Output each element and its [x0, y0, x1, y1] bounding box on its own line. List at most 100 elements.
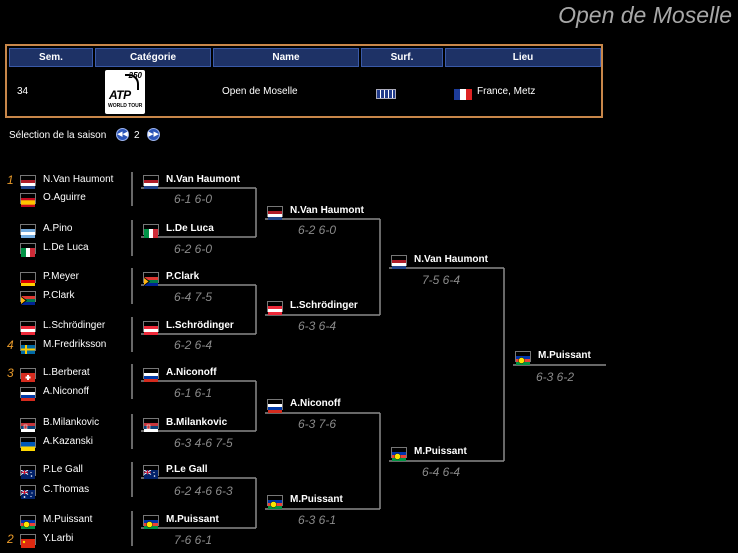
flag-se-icon — [20, 340, 36, 354]
match-score: 6-1 6-0 — [174, 192, 213, 206]
flag-nc2-icon — [267, 495, 283, 509]
winner-name-r2[interactable]: P.Le Gall — [166, 464, 208, 475]
header-category: Catégorie — [95, 48, 211, 67]
flag-ch-icon — [20, 368, 36, 382]
location-value: France, Metz — [477, 86, 536, 97]
flag-ru-icon — [267, 399, 283, 413]
flag-ua-icon — [20, 437, 36, 451]
flag-nl-icon — [391, 255, 407, 269]
flag-nc-icon — [143, 465, 159, 479]
player-name-r1[interactable]: L.Schrödinger — [43, 320, 106, 331]
player-name-r1[interactable]: C.Thomas — [43, 484, 90, 495]
winner-name-r2[interactable]: M.Puissant — [166, 514, 219, 525]
atp-250-logo: 250 ATP WORLD TOUR — [105, 70, 145, 114]
flag-cn-icon — [20, 534, 36, 548]
player-name-r1[interactable]: N.Van Haumont — [43, 174, 114, 185]
flag-nc2-icon — [143, 515, 159, 529]
flag-at-icon — [267, 301, 283, 315]
player-name-r1[interactable]: P.Clark — [43, 290, 75, 301]
match-score: 6-2 6-0 — [174, 242, 213, 256]
winner-name-r2[interactable]: A.Niconoff — [166, 367, 217, 378]
player-name-r1[interactable]: A.Kazanski — [43, 436, 94, 447]
flag-de-icon — [20, 272, 36, 286]
match-score: 7-5 6-4 — [422, 273, 461, 287]
winner-name-sf[interactable]: M.Puissant — [414, 446, 467, 457]
final-score: 6-3 6-2 — [536, 370, 575, 384]
flag-nc2-icon — [515, 351, 531, 365]
player-name-r1[interactable]: A.Niconoff — [43, 386, 89, 397]
match-score: 6-1 6-1 — [174, 386, 213, 400]
header-surface: Surf. — [361, 48, 443, 67]
player-silhouette-icon — [125, 74, 139, 90]
winner-name-r2[interactable]: B.Milankovic — [166, 417, 228, 428]
flag-ru-icon — [143, 368, 159, 382]
winner-name-qf[interactable]: M.Puissant — [290, 494, 343, 505]
match-score: 6-2 6-4 — [174, 338, 213, 352]
flag-nl-icon — [143, 175, 159, 189]
match-score: 6-3 4-6 7-5 — [174, 436, 233, 450]
match-score: 6-3 6-4 — [298, 319, 337, 333]
flag-rs-icon — [143, 418, 159, 432]
header-name: Name — [213, 48, 359, 67]
header-week: Sem. — [9, 48, 93, 67]
match-score: 6-2 6-0 — [298, 223, 337, 237]
france-flag-icon — [454, 87, 472, 100]
season-value: 2 — [134, 130, 140, 141]
page-title: Open de Moselle — [558, 2, 732, 28]
winner-name-r2[interactable]: L.De Luca — [166, 223, 214, 234]
match-score: 6-4 7-5 — [174, 290, 213, 304]
match-score: 6-3 6-1 — [298, 513, 337, 527]
seed-number: 2 — [7, 532, 14, 546]
flag-rs-icon — [20, 418, 36, 432]
player-name-r1[interactable]: M.Puissant — [43, 514, 93, 525]
winner-name-qf[interactable]: L.Schrödinger — [290, 300, 358, 311]
flag-ar-icon — [20, 224, 36, 238]
flag-es-icon — [20, 193, 36, 207]
player-name-r1[interactable]: P.Meyer — [43, 271, 79, 282]
match-score: 6-4 6-4 — [422, 465, 461, 479]
flag-ru-icon — [20, 387, 36, 401]
hard-court-icon — [376, 89, 396, 99]
flag-au-icon — [20, 485, 36, 499]
flag-at-icon — [20, 321, 36, 335]
tournament-info-table: Sem. Catégorie Name Surf. Lieu 34 250 AT… — [5, 44, 603, 118]
flag-za-icon — [20, 291, 36, 305]
player-name-r1[interactable]: L.Berberat — [43, 367, 90, 378]
week-value: 34 — [17, 86, 29, 97]
tournament-name: Open de Moselle — [222, 86, 298, 97]
seed-number: 4 — [7, 338, 14, 352]
player-name-r1[interactable]: B.Milankovic — [43, 417, 100, 428]
match-score: 6-3 7-6 — [298, 417, 337, 431]
flag-it-icon — [20, 243, 36, 257]
winner-name-r2[interactable]: P.Clark — [166, 271, 200, 282]
winner-name-qf[interactable]: A.Niconoff — [290, 398, 341, 409]
player-name-r1[interactable]: L.De Luca — [43, 242, 89, 253]
player-name-r1[interactable]: P.Le Gall — [43, 464, 83, 475]
flag-at-icon — [143, 321, 159, 335]
player-name-r1[interactable]: Y.Larbi — [43, 533, 74, 544]
champion-name[interactable]: M.Puissant — [538, 350, 591, 361]
player-name-r1[interactable]: M.Fredriksson — [43, 339, 107, 350]
match-score: 6-2 4-6 6-3 — [174, 484, 233, 498]
player-name-r1[interactable]: O.Aguirre — [43, 192, 86, 203]
season-label: Sélection de la saison — [9, 130, 107, 141]
match-score: 7-6 6-1 — [174, 533, 213, 547]
flag-nc2-icon — [20, 515, 36, 529]
winner-name-sf[interactable]: N.Van Haumont — [414, 254, 488, 265]
seed-number: 1 — [7, 173, 14, 187]
flag-nl-icon — [20, 175, 36, 189]
next-season-button[interactable]: ▶▶ — [147, 128, 160, 141]
flag-it-icon — [143, 224, 159, 238]
flag-za-icon — [143, 272, 159, 286]
previous-season-button[interactable]: ◀◀ — [116, 128, 129, 141]
winner-name-r2[interactable]: L.Schrödinger — [166, 320, 234, 331]
player-name-r1[interactable]: A.Pino — [43, 223, 73, 234]
winner-name-r2[interactable]: N.Van Haumont — [166, 174, 240, 185]
winner-name-qf[interactable]: N.Van Haumont — [290, 205, 364, 216]
flag-nc-icon — [20, 465, 36, 479]
flag-nl-icon — [267, 206, 283, 220]
flag-nc2-icon — [391, 447, 407, 461]
seed-number: 3 — [7, 366, 14, 380]
header-location: Lieu — [445, 48, 601, 67]
